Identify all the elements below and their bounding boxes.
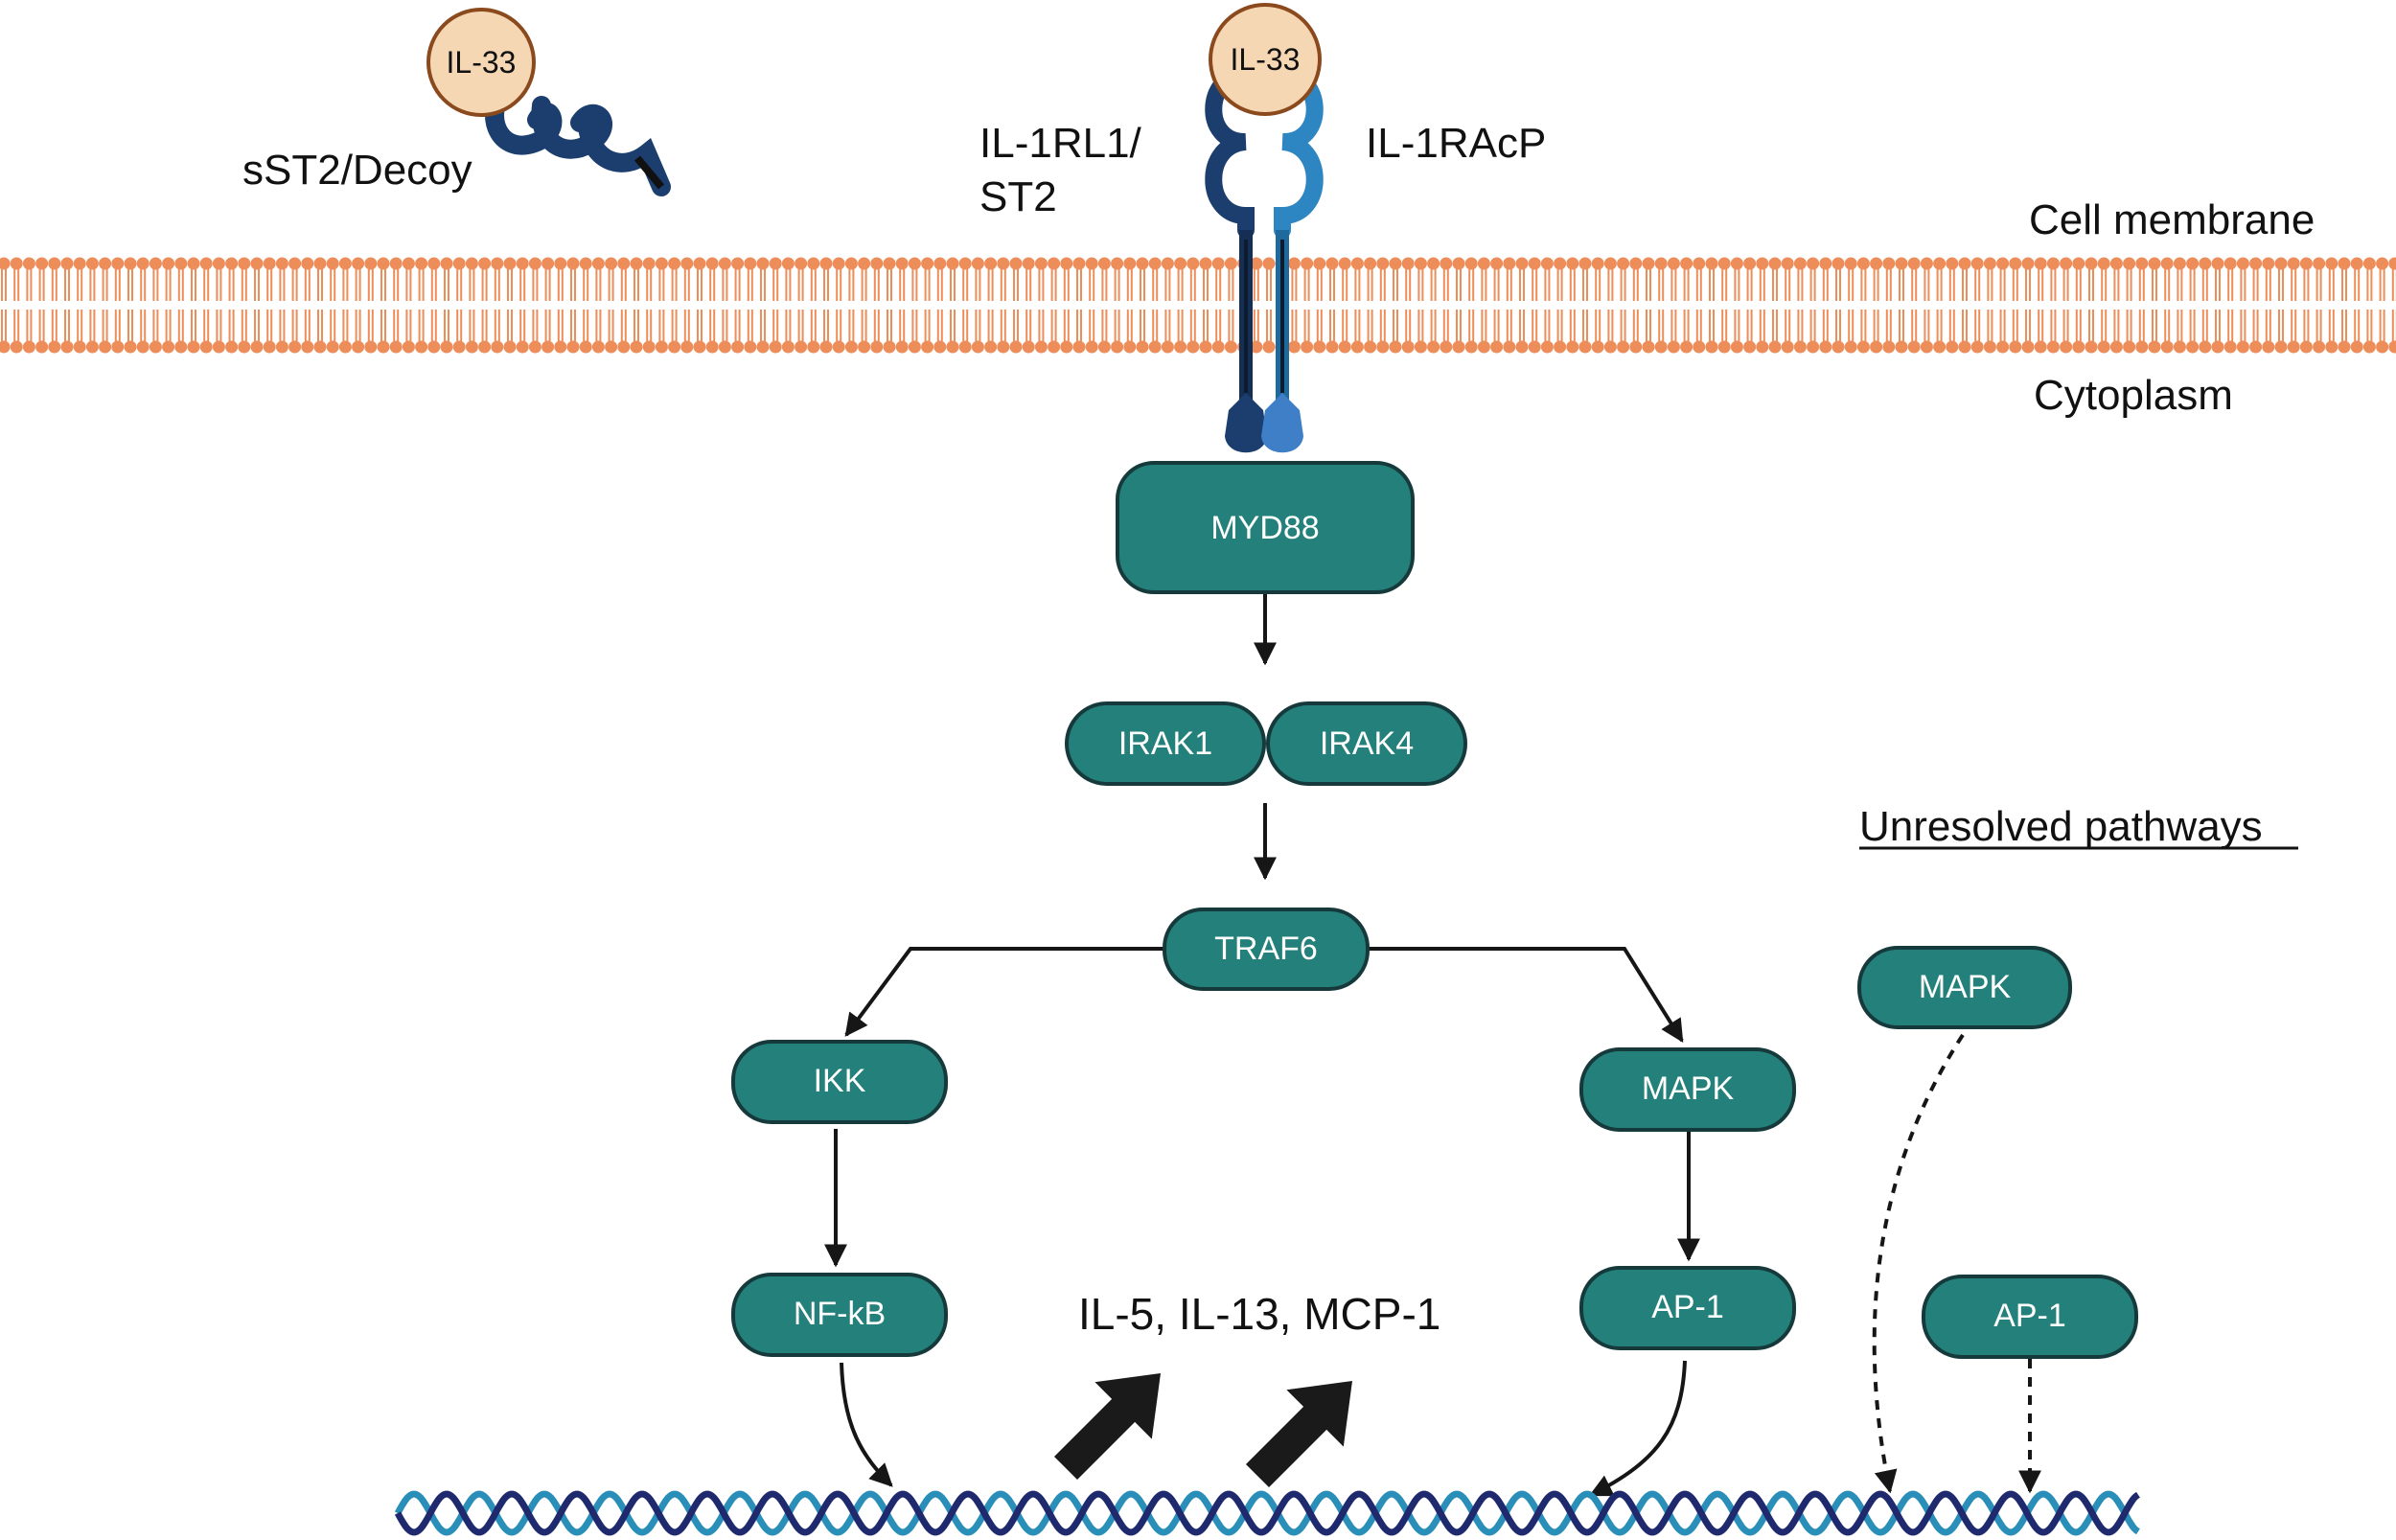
arrow-traf6-mapk — [1369, 947, 1684, 1044]
cytoplasm-label: Cytoplasm — [2034, 372, 2233, 419]
il33-ligand-receptor: IL-33 — [1209, 3, 1322, 116]
unresolved-ap1-label: AP-1 — [1993, 1298, 2066, 1334]
arrow-ap1-dna — [1588, 1360, 1687, 1497]
membrane-label: Cell membrane — [2029, 196, 2315, 243]
arrow-nfkb-dna — [840, 1362, 893, 1487]
unresolved-title: Unresolved pathways — [1859, 803, 2263, 850]
node-unresolved-ap1: AP-1 — [1922, 1275, 2138, 1359]
node-irak4: IRAK4 — [1266, 701, 1467, 786]
mapk-label: MAPK — [1642, 1070, 1735, 1107]
nfkb-label: NF-kB — [794, 1296, 886, 1332]
irak1-label: IRAK1 — [1118, 725, 1212, 762]
il1rl1-label-line1: IL-1RL1/ — [979, 120, 1142, 167]
upregulation-arrow-left — [1053, 1373, 1161, 1481]
irak4-label: IRAK4 — [1320, 725, 1414, 762]
decoy-receptor-sst2 — [485, 81, 671, 196]
upregulation-arrows — [1053, 1373, 1352, 1488]
il1racp-label: IL-1RAcP — [1366, 120, 1546, 167]
unresolved-mapk-label: MAPK — [1919, 969, 2012, 1005]
unresolved-connectors — [1872, 1033, 2041, 1494]
node-irak1: IRAK1 — [1065, 701, 1266, 786]
node-myd88: MYD88 — [1116, 461, 1415, 594]
node-traf6: TRAF6 — [1163, 908, 1370, 991]
il1rl1-st2-receptor — [1205, 63, 1267, 453]
cytokine-output-label: IL-5, IL-13, MCP-1 — [1078, 1289, 1440, 1339]
node-ap1: AP-1 — [1579, 1266, 1796, 1350]
node-mapk: MAPK — [1579, 1047, 1796, 1132]
myd88-label: MYD88 — [1210, 510, 1319, 546]
ikk-label: IKK — [814, 1063, 866, 1099]
ap1-label: AP-1 — [1651, 1289, 1724, 1325]
cell-membrane — [0, 257, 2396, 354]
node-ikk: IKK — [731, 1040, 948, 1124]
il33-receptor-label: IL-33 — [1231, 42, 1301, 77]
upregulation-arrow-right — [1245, 1381, 1352, 1488]
il1rl1-label-line2: ST2 — [979, 173, 1057, 220]
dna-helix — [394, 1490, 2140, 1536]
pathway-connectors — [824, 594, 1700, 1497]
node-unresolved-mapk: MAPK — [1857, 946, 2072, 1029]
arrow-traf6-ikk — [844, 947, 1164, 1037]
dashed-arrow-mapk-dna — [1872, 1033, 1965, 1494]
il33-ligand-decoy: IL-33 — [426, 8, 536, 117]
il33-decoy-label: IL-33 — [447, 45, 517, 80]
decoy-label: sST2/Decoy — [242, 147, 472, 194]
node-nfkb: NF-kB — [731, 1273, 948, 1357]
traf6-label: TRAF6 — [1214, 931, 1318, 967]
